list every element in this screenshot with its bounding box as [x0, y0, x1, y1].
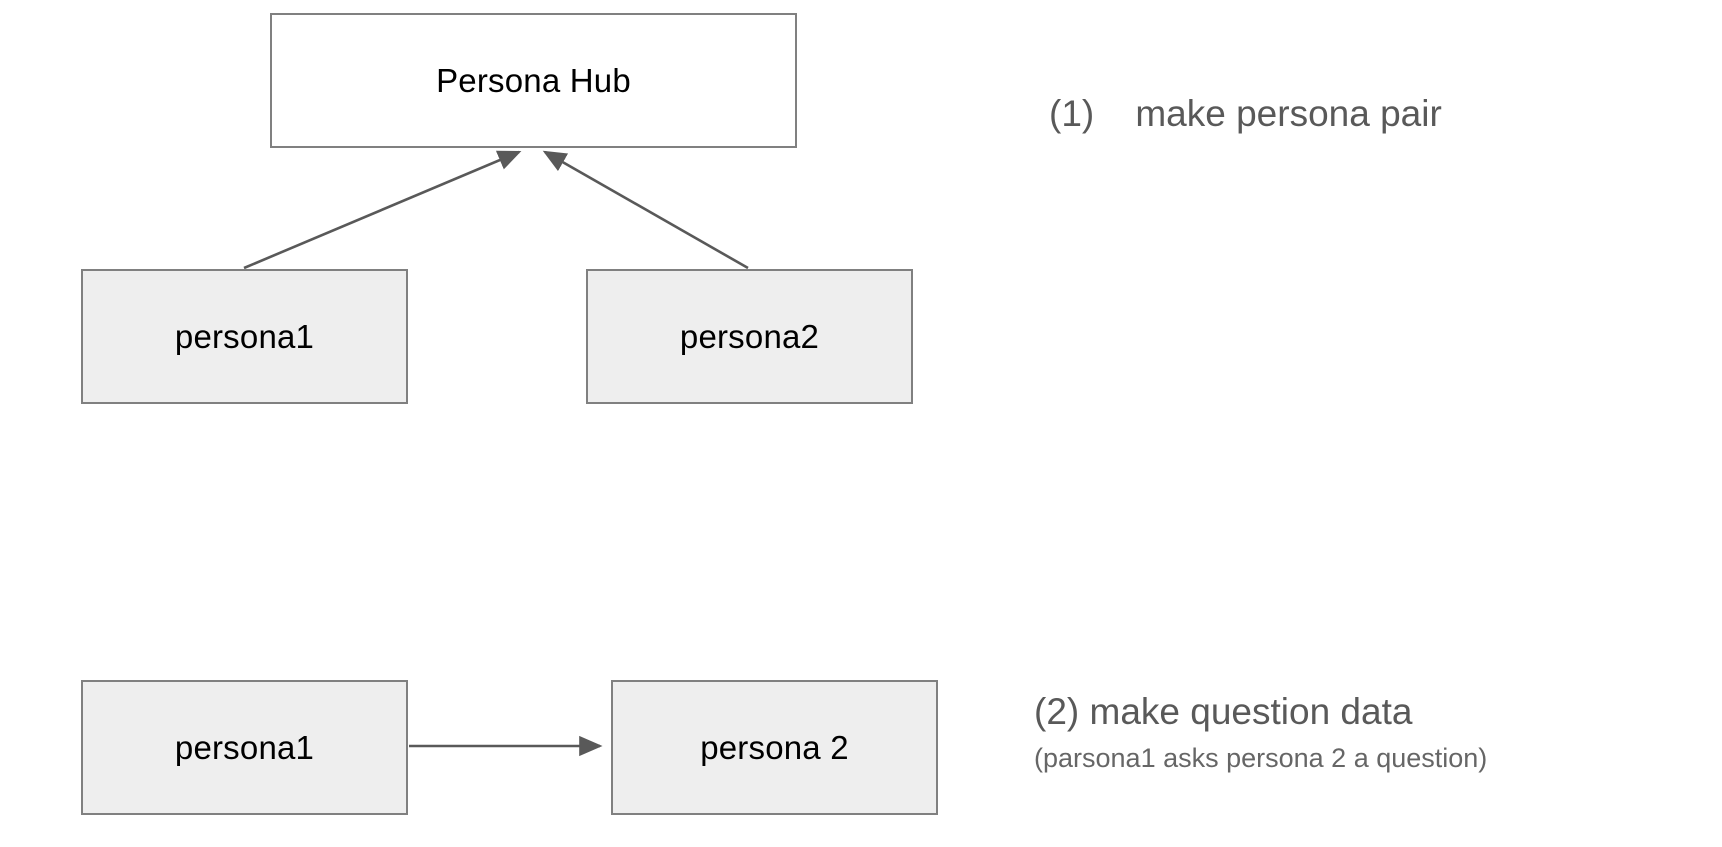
node-persona2-top[interactable]: persona2: [586, 269, 913, 404]
node-persona-hub-label: Persona Hub: [436, 62, 631, 99]
annotation-step-1: (1) make persona pair: [1049, 93, 1442, 134]
node-persona1-top-label: persona1: [174, 318, 315, 355]
annotation-step-2-subtitle: (parsona1 asks persona 2 a question): [1034, 743, 1488, 773]
node-persona2-bottom[interactable]: persona 2: [611, 680, 938, 815]
annotation-step-2-title: (2) make question data: [1034, 691, 1413, 732]
node-persona1-top[interactable]: persona1: [81, 269, 408, 404]
node-persona2-bottom-label: persona 2: [700, 729, 849, 766]
edge-persona1-to-hub: [243, 150, 522, 270]
node-persona1-bottom-label: persona1: [174, 729, 315, 766]
edge-persona2-to-hub: [542, 150, 749, 270]
node-persona-hub[interactable]: Persona Hub: [270, 13, 797, 148]
node-persona2-top-label: persona2: [679, 318, 820, 355]
node-persona1-bottom[interactable]: persona1: [81, 680, 408, 815]
